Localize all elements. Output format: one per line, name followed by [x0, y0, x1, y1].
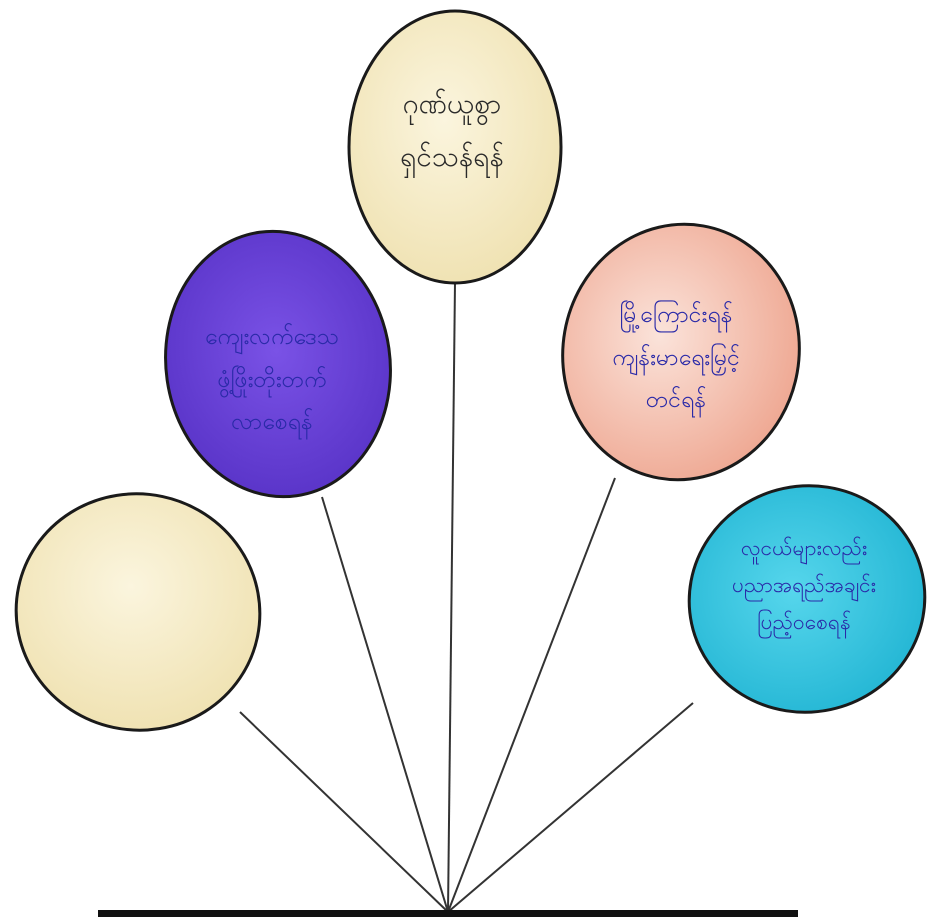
balloon-left-purple-line-2: ဖွံ့ဖြိုးတိုးတက်	[205, 359, 339, 402]
balloon-right-peach-text: မြို့ကြောင်းရန် ကျန်းမာရေးမြှင့် တင်ရန်	[612, 294, 740, 422]
string-right-peach	[448, 478, 615, 912]
balloon-right-peach-line-1: မြို့ကြောင်းရန်	[612, 294, 740, 337]
balloon-right-cyan-line-1: လူငယ်များလည်း	[732, 530, 876, 567]
balloon-right-cyan-line-3: ပြည့်ဝစေရန်	[732, 603, 876, 640]
balloon-left-purple-line-1: ကျေးလက်ဒေသ	[205, 316, 339, 359]
balloon-right-peach-line-2: ကျန်းမာရေးမြှင့်	[612, 337, 740, 380]
balloon-top-line-2: ရှင်သန်ရန်	[400, 130, 504, 183]
balloon-left-cream	[0, 471, 282, 753]
balloon-right-cyan-text: လူငယ်များလည်း ပညာအရည်အချင်း ပြည့်ဝစေရန်	[732, 530, 876, 640]
string-left-purple	[322, 497, 448, 912]
balloon-top-line-1: ဂုဏ်ယူစွာ	[400, 77, 504, 130]
balloon-right-peach-line-3: တင်ရန်	[612, 379, 740, 422]
balloon-top-text: ဂုဏ်ယူစွာ ရှင်သန်ရန်	[400, 77, 504, 183]
string-right-cyan	[448, 703, 693, 912]
ground-line	[98, 910, 798, 917]
balloon-left-purple-text: ကျေးလက်ဒေသ ဖွံ့ဖြိုးတိုးတက် လာစေရန်	[205, 316, 339, 444]
string-top	[448, 282, 455, 912]
balloon-left-purple-line-3: လာစေရန်	[205, 401, 339, 444]
balloon-right-cyan-line-2: ပညာအရည်အချင်း	[732, 567, 876, 604]
